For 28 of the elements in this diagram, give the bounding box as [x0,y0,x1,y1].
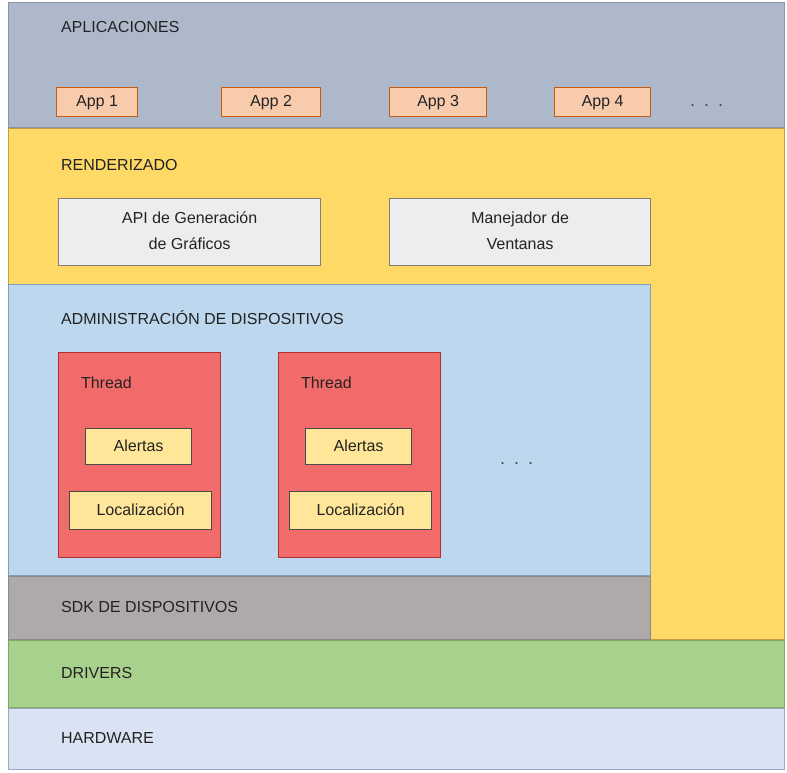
alerts-block: Alertas [305,428,412,465]
ellipsis: . . . [500,448,536,469]
thread-title: Thread [81,375,132,393]
drivers-layer-band [8,640,785,708]
window-manager-block: Manejador de Ventanas [389,198,651,266]
layer-title: ADMINISTRACIÓN DE DISPOSITIVOS [61,311,344,329]
device-management-band [8,284,651,576]
application-layer-band [8,2,785,128]
layer-title: DRIVERS [61,665,132,683]
layer-title: APLICACIONES [61,19,180,37]
hardware-layer-band [8,708,785,770]
layer-title: HARDWARE [61,730,154,748]
alerts-block: Alertas [85,428,192,465]
graphics-api-block: API de Generación de Gráficos [58,198,321,266]
rendering-layer-band [8,128,785,640]
ellipsis: . . . [690,90,726,111]
sdk-layer-band [8,576,651,640]
thread-panel [278,352,441,558]
app-block: App 2 [221,87,321,117]
thread-panel [58,352,221,558]
layer-title: SDK DE DISPOSITIVOS [61,599,238,617]
app-block: App 4 [554,87,651,117]
layer-title: RENDERIZADO [61,157,178,175]
location-block: Localización [289,491,432,530]
location-block: Localización [69,491,212,530]
app-block: App 1 [56,87,138,117]
thread-title: Thread [301,375,352,393]
app-block: App 3 [389,87,487,117]
